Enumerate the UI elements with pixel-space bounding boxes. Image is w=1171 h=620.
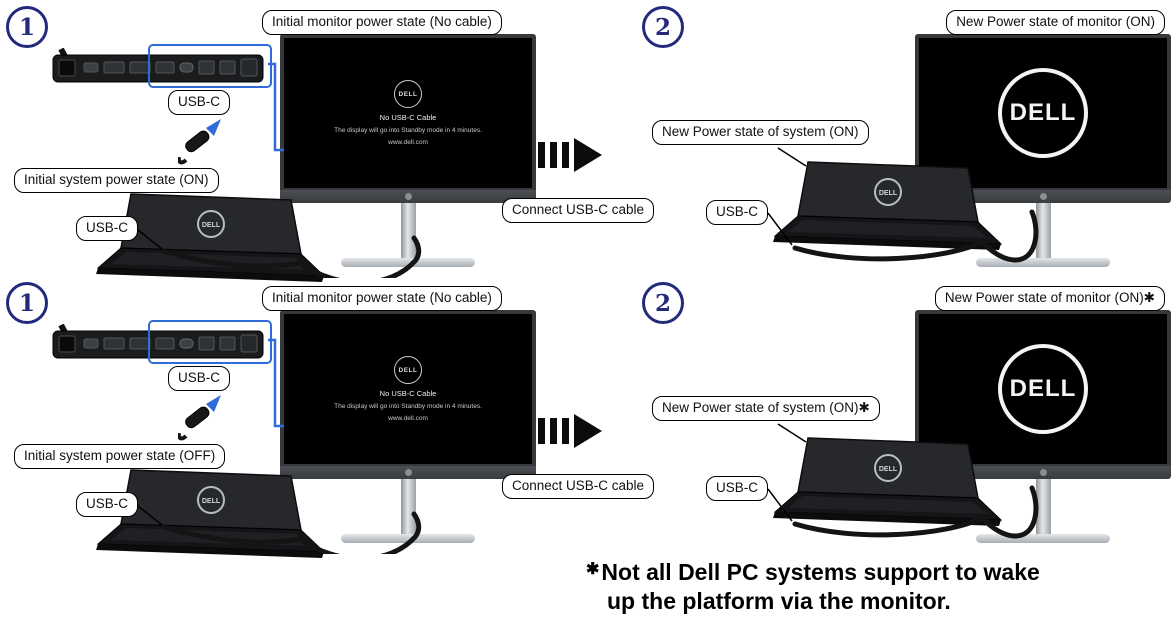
monitor-screen: DELL bbox=[915, 310, 1171, 466]
dell-logo-splash: DELL bbox=[919, 314, 1167, 464]
step-1-badge: 1 bbox=[6, 6, 48, 48]
monitor-chin bbox=[280, 466, 536, 479]
monitor-initial-callout: Initial monitor power state (No cable) bbox=[262, 10, 502, 35]
dell-logo-icon: DELL bbox=[394, 80, 422, 108]
usbc-port-icon bbox=[179, 62, 194, 73]
usbc-port-callout: USB-C bbox=[168, 366, 231, 391]
system-new-callout: New Power state of system (ON)✱ bbox=[652, 396, 880, 421]
power-inlet-icon bbox=[58, 59, 76, 77]
usbc-port-highlight bbox=[148, 320, 272, 364]
usbc-cable-callout-right: USB-C bbox=[706, 200, 769, 225]
footnote-line-1: ✱Not all Dell PC systems support to wake bbox=[586, 559, 1040, 585]
flow-row-2: 1 USB-C Initial monitor power state (No … bbox=[0, 278, 1171, 558]
dell-logo-icon bbox=[874, 454, 902, 482]
monitor-chin bbox=[280, 190, 536, 203]
rear-ports-panel bbox=[52, 48, 264, 83]
connect-cable-callout: Connect USB-C cable bbox=[502, 474, 655, 499]
connect-cable-callout: Connect USB-C cable bbox=[502, 198, 655, 223]
step-2-badge: 2 bbox=[642, 282, 684, 324]
dell-logo-icon: DELL bbox=[394, 356, 422, 384]
on-monitor: DELL bbox=[915, 34, 1171, 267]
system-new-callout: New Power state of system (ON) bbox=[652, 120, 869, 145]
usbc-port-callout: USB-C bbox=[168, 90, 231, 115]
svg-text:DELL: DELL bbox=[879, 190, 898, 197]
monitor-stand bbox=[1035, 203, 1051, 259]
asterisk-icon: ✱ bbox=[586, 561, 600, 578]
dell-chin-logo-icon bbox=[404, 193, 412, 200]
proceed-arrow-icon bbox=[538, 414, 602, 448]
monitor-initial-callout: Initial monitor power state (No cable) bbox=[262, 286, 502, 311]
standby-message: DELL No USB-C Cable The display will go … bbox=[284, 314, 532, 464]
dell-logo-icon: DELL bbox=[998, 68, 1088, 158]
monitor-base bbox=[976, 534, 1110, 543]
svg-text:DELL: DELL bbox=[202, 222, 221, 229]
ethernet-port-icon bbox=[240, 334, 258, 353]
on-monitor: DELL bbox=[915, 310, 1171, 543]
monitor-chin bbox=[915, 466, 1171, 479]
step-1-badge: 1 bbox=[6, 282, 48, 324]
monitor-screen: DELL No USB-C Cable The display will go … bbox=[280, 34, 536, 190]
svg-text:DELL: DELL bbox=[879, 466, 898, 473]
monitor-screen: DELL No USB-C Cable The display will go … bbox=[280, 310, 536, 466]
laptop-right: DELL bbox=[773, 437, 1003, 526]
usbc-plug-icon bbox=[178, 395, 221, 441]
proceed-arrow-icon bbox=[538, 138, 602, 172]
usbc-cable-callout-right: USB-C bbox=[706, 476, 769, 501]
usbc-port-highlight bbox=[148, 44, 272, 88]
monitor-screen: DELL bbox=[915, 34, 1171, 190]
flow-row-1: 1 USB-C Initial monitor power state (No … bbox=[0, 2, 1171, 282]
system-initial-callout: Initial system power state (ON) bbox=[14, 168, 219, 193]
monitor-stand bbox=[400, 479, 416, 535]
dell-logo-icon bbox=[874, 178, 902, 206]
svg-text:DELL: DELL bbox=[202, 498, 221, 505]
power-inlet-icon bbox=[58, 335, 76, 353]
usbc-plug-icon bbox=[178, 119, 221, 165]
step-2-badge: 2 bbox=[642, 6, 684, 48]
monitor-base bbox=[341, 258, 475, 267]
dell-chin-logo-icon bbox=[1039, 193, 1047, 200]
monitor-stand bbox=[400, 203, 416, 259]
monitor-base bbox=[341, 534, 475, 543]
monitor-chin bbox=[915, 190, 1171, 203]
monitor-new-callout: New Power state of monitor (ON) bbox=[946, 10, 1165, 35]
monitor-stand bbox=[1035, 479, 1051, 535]
footnote-line-2: up the platform via the monitor. bbox=[607, 588, 951, 615]
dell-logo-splash: DELL bbox=[919, 38, 1167, 188]
usbc-cable-callout-left: USB-C bbox=[76, 492, 139, 517]
footnote: ✱Not all Dell PC systems support to wake… bbox=[586, 558, 1040, 617]
standby-message: DELL No USB-C Cable The display will go … bbox=[284, 38, 532, 188]
laptop-right: DELL bbox=[773, 161, 1003, 250]
monitor-base bbox=[976, 258, 1110, 267]
dell-logo-icon: DELL bbox=[998, 344, 1088, 434]
system-initial-callout: Initial system power state (OFF) bbox=[14, 444, 226, 469]
rear-ports-panel bbox=[52, 324, 264, 359]
ethernet-port-icon bbox=[240, 58, 258, 77]
usbc-port-icon bbox=[179, 338, 194, 349]
dell-chin-logo-icon bbox=[404, 469, 412, 476]
usbc-cable-callout-left: USB-C bbox=[76, 216, 139, 241]
monitor-new-callout: New Power state of monitor (ON)✱ bbox=[934, 286, 1165, 311]
dell-chin-logo-icon bbox=[1039, 469, 1047, 476]
